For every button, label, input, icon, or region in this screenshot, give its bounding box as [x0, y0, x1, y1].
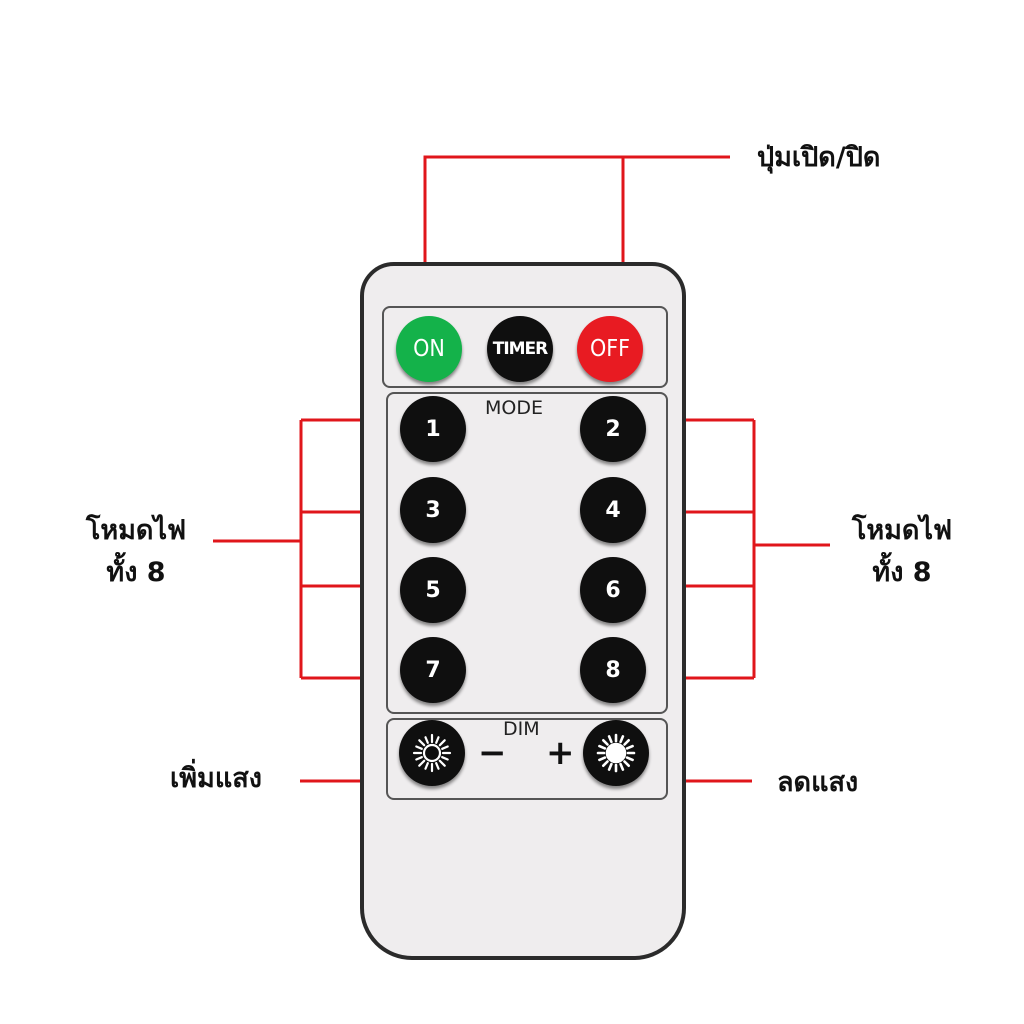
dim-down-button[interactable]: [399, 720, 465, 786]
mode-panel: [386, 392, 668, 714]
mode-button-8[interactable]: 8: [580, 637, 646, 703]
sun-outline-icon: [412, 733, 452, 773]
off-button[interactable]: OFF: [577, 316, 643, 382]
timer-button-label: TIMER: [492, 339, 549, 359]
mode-button-2[interactable]: 2: [580, 396, 646, 462]
mode-title: MODE: [485, 397, 543, 419]
dim-plus-sign: +: [546, 733, 575, 773]
mode-button-7[interactable]: 7: [400, 637, 466, 703]
modes-right-line-1: โหมดไฟ: [851, 515, 953, 546]
power-annotation: ปุ่มเปิด/ปิด: [757, 142, 881, 173]
brighter-annotation: เพิ่มแสง: [170, 763, 262, 794]
modes-left-line-2: ทั้ง 8: [106, 557, 166, 588]
on-button[interactable]: ON: [396, 316, 462, 382]
mode-button-3[interactable]: 3: [400, 477, 466, 543]
modes-right-annotation: โหมดไฟ ทั้ง 8: [832, 510, 972, 594]
timer-button[interactable]: TIMER: [487, 316, 553, 382]
modes-right-line-2: ทั้ง 8: [872, 557, 932, 588]
off-button-label: OFF: [589, 336, 631, 362]
sun-filled-icon: [596, 733, 636, 773]
mode-button-1[interactable]: 1: [400, 396, 466, 462]
modes-left-line-1: โหมดไฟ: [85, 515, 187, 546]
on-button-label: ON: [413, 336, 445, 362]
power-panel: [382, 306, 668, 388]
power-line-left: [423, 155, 730, 305]
modes-left-annotation: โหมดไฟ ทั้ง 8: [66, 510, 206, 594]
dim-title: DIM: [503, 718, 540, 740]
mode-button-4[interactable]: 4: [580, 477, 646, 543]
mode-button-5[interactable]: 5: [400, 557, 466, 623]
dim-panel: [386, 718, 668, 800]
dim-up-button[interactable]: [583, 720, 649, 786]
dim-minus-sign: −: [478, 733, 507, 773]
dimmer-annotation: ลดแสง: [777, 767, 859, 798]
mode-button-6[interactable]: 6: [580, 557, 646, 623]
